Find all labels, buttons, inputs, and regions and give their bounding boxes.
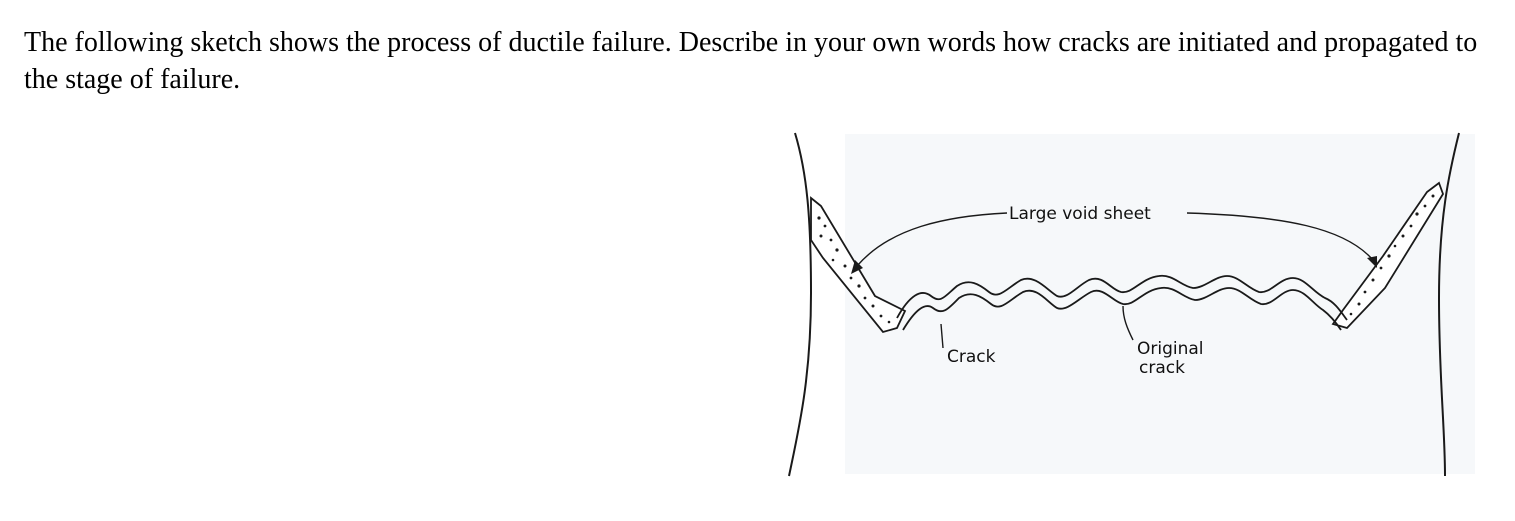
scan-background xyxy=(845,134,1475,474)
crack-outline-upper xyxy=(896,274,1348,321)
arrowhead-void-sheet-right xyxy=(1367,256,1377,268)
leader-void-sheet-left xyxy=(856,212,1008,267)
label-crack: Crack xyxy=(947,347,996,367)
specimen-left-edge xyxy=(788,132,813,477)
leader-original-crack xyxy=(1122,305,1134,341)
ductile-failure-sketch: Large void sheet Crack Original crack xyxy=(785,128,1480,480)
leader-crack xyxy=(940,323,944,349)
ductile-failure-svg: Large void sheet Crack Original crack xyxy=(788,132,1475,477)
right-void-dots xyxy=(1349,194,1435,316)
leader-void-sheet-right xyxy=(1186,212,1374,261)
question-text: The following sketch shows the process o… xyxy=(24,27,1478,95)
arrowhead-void-sheet-left xyxy=(851,260,863,274)
crack-outline-lower xyxy=(902,286,1342,331)
left-void-dots xyxy=(817,216,891,324)
label-original-crack-line2: crack xyxy=(1139,358,1185,378)
label-original-crack-line1: Original xyxy=(1137,339,1204,359)
specimen-right-edge xyxy=(1437,132,1460,477)
left-void-sheet xyxy=(810,196,907,334)
label-large-void-sheet: Large void sheet xyxy=(1009,204,1151,224)
